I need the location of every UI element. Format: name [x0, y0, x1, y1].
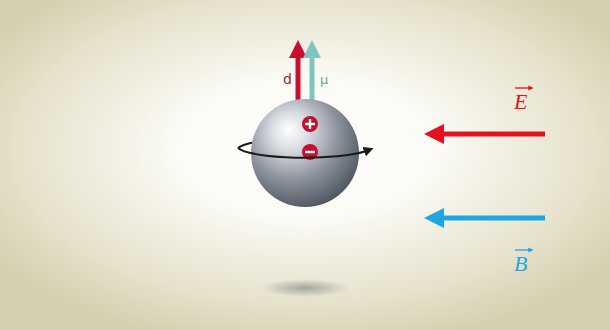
vector-accent — [515, 249, 531, 250]
dipole-label: d — [283, 72, 292, 86]
vector-accent — [515, 87, 531, 88]
magnetic-moment-label: μ — [320, 73, 328, 86]
positive-charge — [302, 116, 318, 132]
particle-sphere — [251, 99, 359, 207]
plus-sign — [309, 119, 311, 129]
minus-sign — [305, 151, 315, 153]
magnetic-moment-arrow — [310, 56, 315, 102]
electric-field-arrow — [440, 132, 545, 137]
magnetic-moment-arrowhead — [303, 40, 321, 58]
spin-arrow — [238, 148, 366, 158]
magnetic-field-arrow — [440, 216, 545, 221]
field-symbol: B — [514, 253, 527, 275]
field-symbol: E — [514, 91, 527, 113]
edm-arrow — [296, 56, 301, 102]
edm-arrowhead — [289, 40, 307, 58]
shadow — [261, 279, 349, 297]
